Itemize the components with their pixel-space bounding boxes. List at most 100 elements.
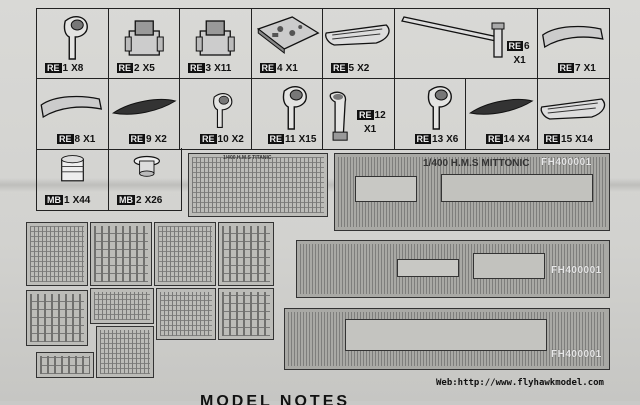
part-number: 3 [205, 63, 212, 74]
pe-fret-j [36, 352, 94, 378]
deck-panel [345, 319, 547, 351]
fret-code: FH400001 [551, 265, 602, 276]
deck-panel [473, 253, 545, 279]
part-qty: X1 [513, 55, 526, 66]
part-code: RE [188, 63, 205, 73]
part-qty: X2 [357, 63, 370, 74]
drum-icon [61, 155, 84, 182]
pe-fret-d [218, 222, 274, 286]
fret-pattern [160, 292, 212, 336]
part-number: 4 [277, 63, 283, 74]
part-number: 12 [374, 110, 386, 121]
part-code: MB [45, 195, 63, 205]
part-code: RE [506, 41, 524, 51]
website-url: Web:http://www.flyhawkmodel.com [436, 378, 604, 388]
part-code: RE [331, 63, 348, 73]
part-number: 8 [74, 134, 81, 145]
pe-fret-main: 1/400 H.M.S TITANIC [188, 153, 328, 217]
part-code: RE [267, 134, 285, 144]
part-number: 1 [64, 195, 70, 206]
part-number: 10 [217, 134, 229, 145]
pe-fret-h [218, 288, 274, 340]
fret-pattern [40, 356, 90, 374]
part-code: RE [259, 63, 277, 73]
deck-fret-2: FH400001 [296, 240, 610, 298]
part-code: RE [543, 134, 561, 144]
part-number: 14 [503, 134, 515, 145]
platform-icon [256, 16, 320, 55]
deck-panel [397, 259, 459, 277]
part-number: 2 [134, 63, 140, 74]
pe-fret-e [26, 290, 88, 346]
vent-cowl-icon [63, 16, 88, 60]
fret-title: 1/400 H.M.S TITANIC [223, 155, 272, 161]
bottom-heading: MODEL NOTES [200, 393, 351, 405]
part-qty: X2 [154, 134, 167, 145]
part-qty: X26 [144, 195, 163, 206]
deck-panel [355, 176, 417, 202]
crane-arm-icon [400, 16, 504, 58]
vent-cowl-icon [427, 86, 452, 130]
part-code: MB [117, 195, 135, 205]
part-code: RE [128, 134, 146, 144]
part-qty: X1 [285, 63, 298, 74]
part-qty: X1 [83, 134, 96, 145]
part-qty: X8 [71, 63, 84, 74]
pe-fret-g [156, 288, 216, 340]
part-qty: X2 [231, 134, 244, 145]
fret-pattern [192, 157, 324, 213]
part-number: 15 [561, 134, 573, 145]
part-number: 5 [348, 63, 355, 74]
hull-strip-icon [112, 99, 176, 115]
part-code: RE [486, 134, 503, 144]
part-number: 1 [62, 63, 69, 74]
part-qty: X15 [298, 134, 317, 145]
part-code: RE [557, 63, 575, 73]
fret-code: FH400001 [541, 157, 592, 168]
part-number: 7 [575, 63, 581, 74]
bollard-icon [133, 155, 160, 177]
vent-cowl-icon [213, 93, 233, 128]
boat-icon [325, 24, 390, 46]
boat-icon [540, 98, 605, 120]
pe-fret-c [154, 222, 216, 286]
fret-pattern [158, 226, 212, 282]
vent-cowl-icon [282, 86, 307, 130]
pe-fret-i [96, 326, 154, 378]
part-number: 2 [136, 195, 142, 206]
part-qty: X6 [446, 134, 459, 145]
tall-vent-icon [329, 91, 348, 141]
part-qty: X5 [142, 63, 155, 74]
fret-code: FH400001 [551, 349, 602, 360]
part-qty: X4 [517, 134, 530, 145]
fret-pattern [222, 292, 270, 336]
deck-panel [441, 174, 593, 202]
part-code: RE [414, 134, 432, 144]
part-qty: X1 [583, 63, 596, 74]
part-code: RE [116, 63, 134, 73]
fret-pattern [30, 294, 84, 342]
hull-strip-icon [469, 99, 533, 115]
part-code: RE [57, 134, 74, 144]
part-number: 6 [524, 41, 530, 52]
winch-icon [124, 20, 164, 56]
fret-pattern [94, 292, 150, 320]
pe-fret-f [90, 288, 154, 324]
fret-pattern [100, 330, 150, 374]
fret-pattern [222, 226, 270, 282]
fret-title: 1/400 H.M.S MITTONIC [423, 158, 530, 169]
